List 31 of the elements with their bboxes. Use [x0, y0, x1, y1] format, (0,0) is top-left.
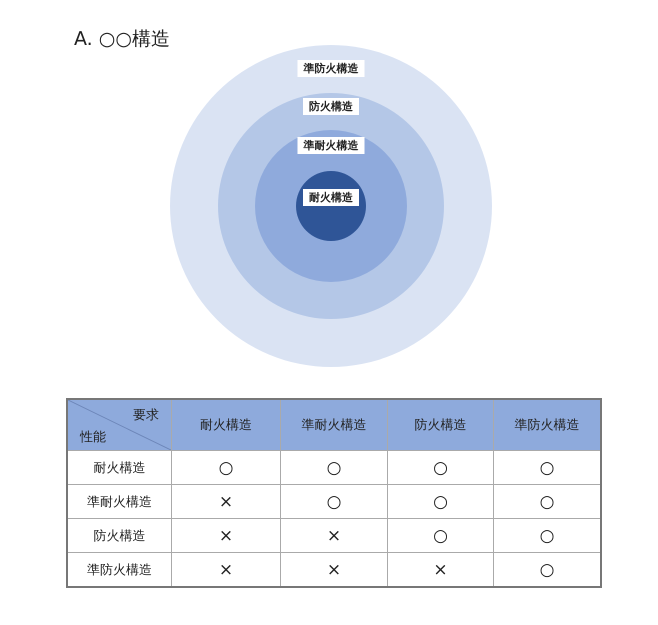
column-header: 耐火構造 — [200, 418, 252, 433]
rating-mark: × — [326, 560, 342, 580]
circle-label: 防火構造 — [303, 98, 359, 115]
rating-mark: ○ — [433, 458, 448, 478]
column-heading: 要求 — [133, 407, 159, 424]
rating-mark: × — [218, 560, 234, 580]
column-header: 準防火構造 — [514, 418, 580, 433]
column-header: 防火構造 — [414, 418, 466, 433]
rating-mark: ○ — [540, 458, 554, 478]
rating-mark: ○ — [540, 560, 554, 580]
rating-mark: × — [218, 526, 234, 546]
row-header: 準防火構造 — [87, 562, 152, 578]
row-heading: 性能 — [80, 429, 106, 446]
circle-label: 耐火構造 — [303, 189, 359, 206]
rating-mark: ○ — [433, 526, 448, 546]
rating-mark: × — [218, 492, 234, 512]
circle-label: 準耐火構造 — [298, 137, 364, 154]
circle-label: 準防火構造 — [298, 60, 364, 77]
rating-mark: ○ — [326, 492, 342, 512]
rating-mark: ○ — [433, 492, 448, 512]
title: A. ○○構造 — [74, 27, 170, 52]
rating-mark: ○ — [540, 526, 554, 546]
rating-mark: × — [433, 560, 448, 580]
row-header: 防火構造 — [94, 528, 146, 544]
rating-mark: ○ — [218, 458, 234, 478]
rating-mark: ○ — [326, 458, 342, 478]
rating-mark: ○ — [540, 492, 554, 512]
row-header: 準耐火構造 — [87, 494, 152, 510]
rating-mark: × — [326, 526, 342, 546]
column-header: 準耐火構造 — [302, 418, 366, 433]
row-header: 耐火構造 — [94, 460, 146, 476]
